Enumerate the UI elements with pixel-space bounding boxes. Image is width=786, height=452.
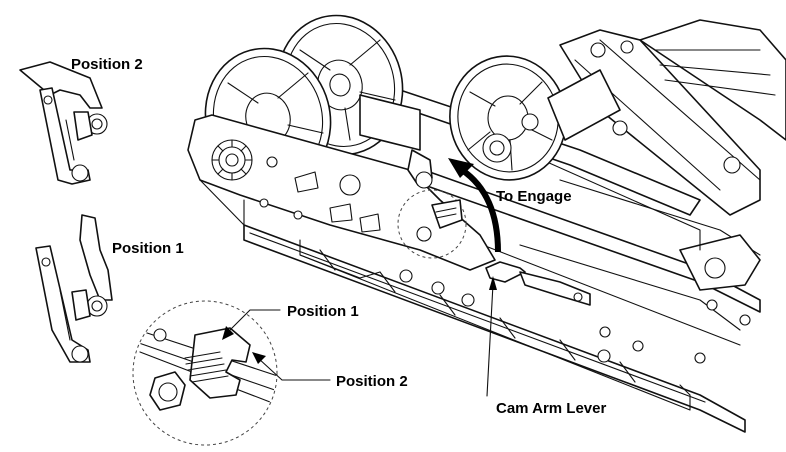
- bolt-icon: [599, 326, 611, 338]
- cam-area: [397, 149, 591, 307]
- label-cam-arm-lever: Cam Arm Lever: [496, 400, 606, 417]
- label-position-2-top: Position 2: [71, 56, 143, 73]
- bolt-icon: [620, 40, 634, 54]
- bolt-icon: [399, 269, 413, 283]
- engage-arrow: [448, 158, 501, 253]
- bolt-icon: [431, 281, 445, 295]
- label-detail-position-1: Position 1: [287, 303, 359, 320]
- bolt-icon: [266, 156, 278, 168]
- lever-position-1-illustration: [35, 214, 113, 363]
- detail-view: [132, 300, 278, 446]
- rear-suspension-assembly: [187, 14, 786, 433]
- label-to-engage: To Engage: [496, 188, 572, 205]
- shock-absorber: [559, 19, 786, 291]
- bolt-icon: [597, 349, 611, 363]
- bolt-icon: [632, 340, 644, 352]
- bolt-icon: [461, 293, 475, 307]
- bolt-icon: [694, 352, 706, 364]
- bolt-icon: [71, 164, 89, 182]
- label-position-1-left: Position 1: [112, 240, 184, 257]
- detail-leaders: [222, 309, 331, 381]
- bolt-icon: [612, 120, 628, 136]
- slide-rail: [243, 224, 746, 433]
- detail-callout-circle: [397, 189, 467, 259]
- lever-position-2-illustration: [19, 61, 108, 185]
- bolt-icon: [153, 328, 167, 342]
- label-detail-position-2: Position 2: [336, 373, 408, 390]
- cam-arm-leader: [486, 283, 494, 397]
- cam-arm-lever: [485, 261, 526, 283]
- bolt-icon: [415, 171, 433, 189]
- bolt-icon: [259, 198, 269, 208]
- bolt-icon: [521, 113, 539, 131]
- bolt-icon: [71, 345, 89, 363]
- bolt-icon: [590, 42, 606, 58]
- bolt-icon: [416, 226, 432, 242]
- bolt-icon: [704, 257, 726, 279]
- bolt-icon: [723, 156, 741, 174]
- bolt-icon: [739, 314, 751, 326]
- idler-wheel-right: [449, 55, 621, 181]
- plate-hole: [339, 174, 361, 196]
- bolt-icon: [706, 299, 718, 311]
- arrow-head-icon: [448, 158, 474, 178]
- bolt-icon: [573, 292, 583, 302]
- bolt-icon: [293, 210, 303, 220]
